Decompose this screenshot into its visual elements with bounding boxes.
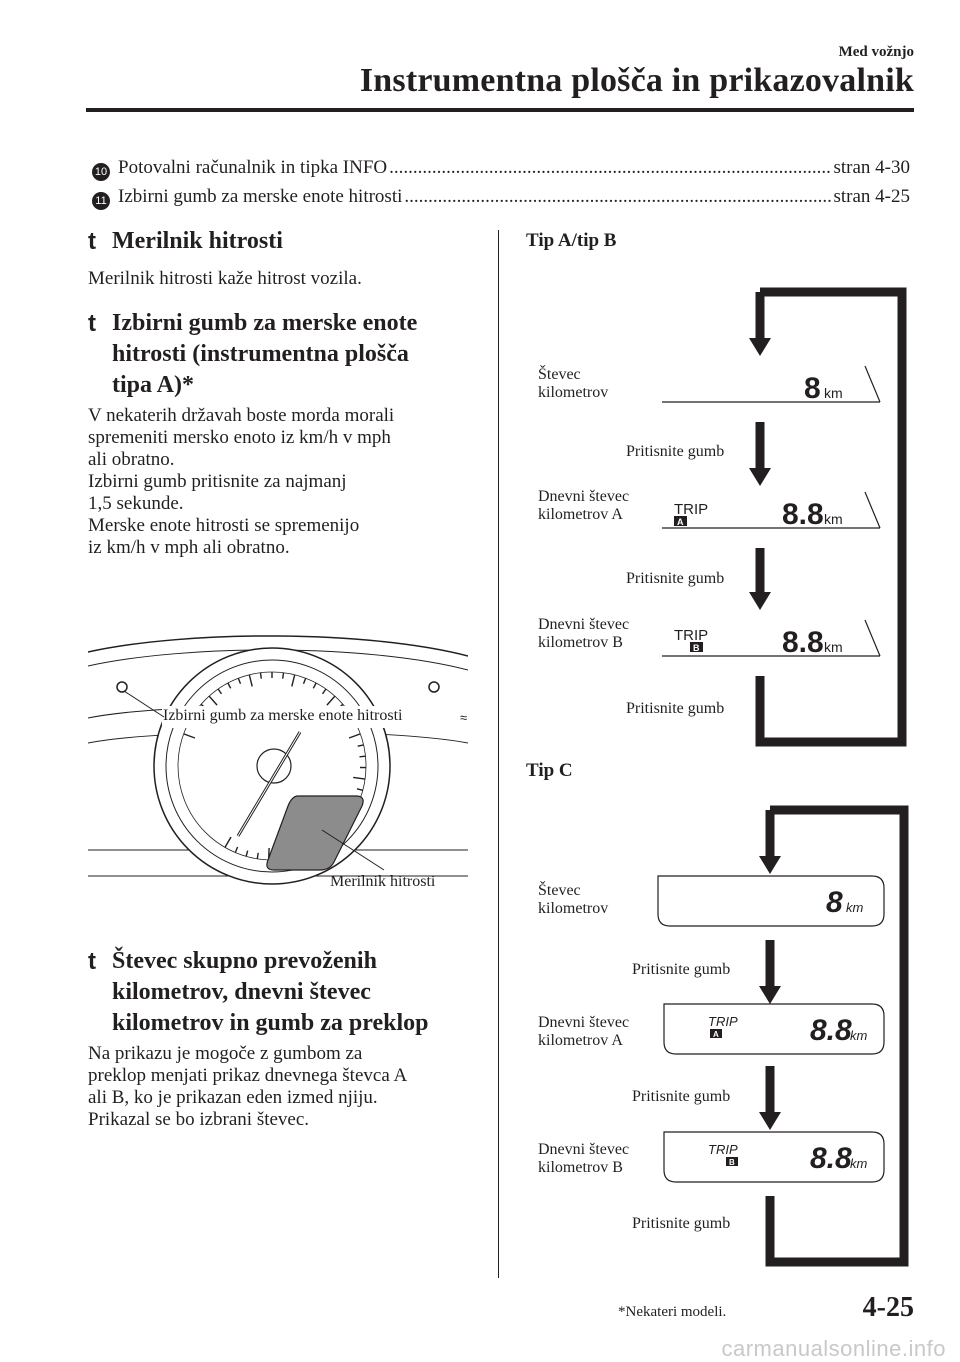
label-press-c-2: Pritisnite gumb: [632, 1088, 731, 1105]
gauge-tick: [245, 850, 249, 857]
gauge-tick: [326, 695, 336, 706]
bullet-icon: t: [88, 228, 96, 255]
svg-text:B: B: [729, 1158, 735, 1167]
svg-text:km: km: [824, 639, 843, 655]
label-press-c-1: Pritisnite gumb: [632, 961, 731, 978]
gauge-tick: [321, 688, 327, 695]
tip-c-label: Tip C: [526, 760, 573, 781]
ref-text: Potovalni računalnik in tipka INFO: [118, 157, 388, 178]
tip-c-diagram: 8 km TRIP A 8.8 km TRIP B 8.8 km: [657, 805, 909, 1267]
label-odometer-ab: Števec kilometrov: [538, 366, 609, 401]
gauge-tick: [259, 672, 262, 679]
trip-b-digits: 8.8: [782, 626, 824, 659]
paragraph-odometer: Na prikazu je mogoče z gumbom za preklop…: [88, 1043, 408, 1130]
gauge-tick: [237, 677, 242, 685]
svg-text:km: km: [850, 1028, 868, 1043]
label-odometer-c: Števec kilometrov: [538, 882, 609, 917]
svg-text:A: A: [677, 517, 684, 527]
paragraph-unit-button: V nekaterih državah boste morda morali s…: [88, 405, 395, 558]
gauge-tick: [359, 755, 366, 758]
svg-text:B: B: [693, 643, 700, 653]
label-trip-b-c: Dnevni števec kilometrov B: [538, 1141, 630, 1176]
trip-a-digits: 8.8: [782, 498, 824, 531]
ref-row-11: 11 Izbirni gumb za merske enote hitrosti…: [92, 186, 910, 210]
gauge-tick: [234, 846, 239, 853]
figure-label-unit-button: Izbirni gumb za merske enote hitrosti: [163, 707, 403, 724]
gauge-tick: [217, 688, 223, 695]
label-press-ab-3: Pritisnite gumb: [626, 700, 725, 717]
tip-ab-label: Tip A/tip B: [526, 230, 617, 251]
svg-text:TRIP: TRIP: [708, 1014, 738, 1029]
gauge-tick: [183, 733, 196, 739]
ref-page[interactable]: stran 4-30: [833, 157, 910, 178]
column-divider: [498, 230, 499, 1278]
odometer-digit: 8: [804, 372, 821, 405]
figure-label-speedometer: Merilnik hitrosti: [330, 873, 436, 890]
svg-text:8: 8: [826, 886, 843, 919]
gauge-tick: [312, 682, 317, 689]
svg-text:TRIP: TRIP: [674, 627, 708, 644]
bullet-icon: t: [88, 310, 96, 337]
section-label: Med vožnjo: [838, 44, 914, 60]
label-press-ab-1: Pritisnite gumb: [626, 443, 725, 460]
gauge-tick: [357, 744, 364, 747]
chapter-title: Instrumentna plošča in prikazovalnik: [359, 62, 914, 99]
watermark: carmanualsonline.info: [721, 1336, 946, 1361]
footnote: *Nekateri modeli.: [618, 1304, 727, 1320]
gauge-tick: [348, 733, 361, 739]
svg-text:≈: ≈: [460, 710, 467, 725]
label-press-c-3: Pritisnite gumb: [632, 1215, 731, 1232]
ref-text: Izbirni gumb za merske enote hitrosti: [118, 186, 403, 207]
svg-text:8.8: 8.8: [810, 1014, 852, 1047]
item-number-badge: 11: [92, 192, 110, 210]
gauge-tick: [353, 776, 366, 780]
page-number: 4-25: [862, 1292, 914, 1323]
heading-unit-button: t Izbirni gumb za merske enote hitrosti …: [88, 308, 478, 401]
gauge-tick: [256, 852, 259, 859]
heading-speedometer: t Merilnik hitrosti: [88, 228, 283, 255]
label-press-ab-2: Pritisnite gumb: [626, 570, 725, 587]
gauge-tick: [291, 674, 296, 687]
gauge-tick: [208, 695, 218, 706]
ref-page[interactable]: stran 4-25: [833, 186, 910, 207]
instrument-cluster-figure: ≈: [88, 635, 468, 885]
label-trip-a-ab: Dnevni števec kilometrov A: [538, 488, 630, 523]
svg-text:km: km: [824, 511, 843, 527]
heading-odometer: t Števec skupno prevoženih kilometrov, d…: [88, 946, 478, 1039]
svg-text:8.8: 8.8: [810, 1142, 852, 1175]
ref-row-10: 10 Potovalni računalnik in tipka INFO st…: [92, 157, 910, 181]
svg-text:A: A: [713, 1030, 719, 1039]
gauge-tick: [224, 836, 232, 848]
gauge-tick: [356, 788, 363, 791]
bullet-icon: t: [88, 948, 96, 975]
label-trip-b-ab: Dnevni števec kilometrov B: [538, 616, 630, 651]
paragraph-speedometer: Merilnik hitrosti kaže hitrost vozila.: [88, 268, 362, 289]
gauge-tick: [248, 674, 253, 687]
gauge-tick: [302, 677, 307, 685]
leader-dots: [389, 157, 831, 179]
svg-text:km: km: [846, 900, 864, 915]
gauge-tick: [227, 682, 232, 689]
tip-ab-diagram: 8 km TRIP A 8.8 km TRIP B 8.8 km: [662, 287, 907, 747]
gauge-tick: [282, 672, 285, 679]
trip-text: TRIP: [674, 501, 708, 518]
svg-text:km: km: [850, 1156, 868, 1171]
unit-km: km: [824, 385, 843, 401]
svg-text:TRIP: TRIP: [708, 1142, 738, 1157]
item-number-badge: 10: [92, 163, 110, 181]
leader-dots: [404, 186, 831, 208]
title-rule: [86, 108, 914, 112]
label-trip-a-c: Dnevni števec kilometrov A: [538, 1014, 630, 1049]
